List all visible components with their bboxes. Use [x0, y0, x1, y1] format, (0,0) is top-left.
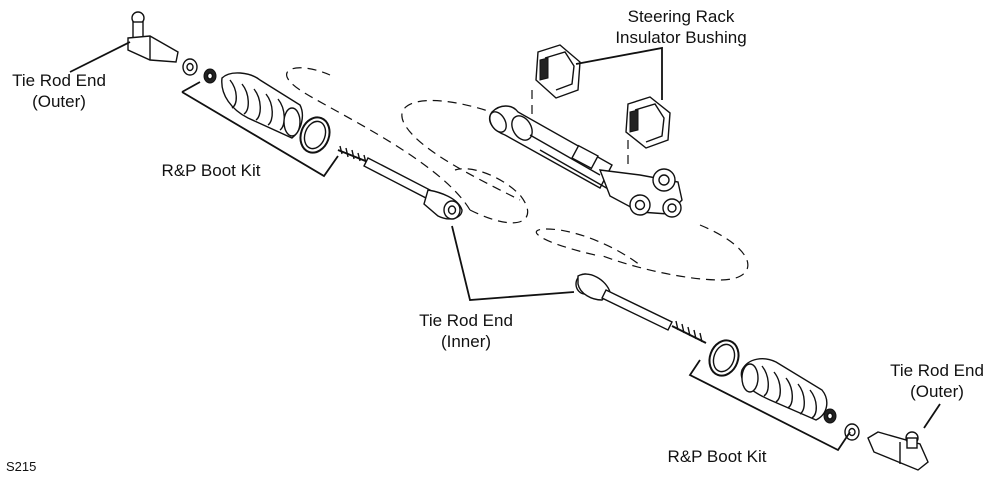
leader-inner [451, 225, 575, 301]
dashed-loop-right [599, 224, 749, 281]
dashed-loop-left-lower [454, 168, 529, 224]
leader-boot-right [688, 359, 851, 452]
nut-right [823, 408, 860, 441]
nut-left [182, 58, 217, 84]
label-tie-rod-end-outer-right: Tie Rod End (Outer) [890, 361, 984, 401]
tie-rod-end-outer-right [867, 431, 929, 471]
leader-outer-right [923, 403, 941, 429]
clamp-ring-right [708, 339, 740, 377]
label-tie-rod-end-inner: Tie Rod End (Inner) [419, 311, 513, 351]
tie-rod-end-outer-left [127, 11, 179, 63]
rp-boot-left [221, 72, 304, 139]
figure-code: S215 [6, 459, 37, 474]
clamp-ring-left [299, 116, 331, 154]
insulator-bushing-right [625, 96, 671, 149]
rp-boot-right [740, 358, 828, 421]
insulator-bushing-left [535, 44, 581, 99]
tie-rod-inner-right [575, 273, 707, 344]
tie-rod-inner-left [337, 145, 463, 220]
label-rp-boot-kit-left: R&P Boot Kit [161, 161, 261, 180]
dashed-loop-lower [535, 228, 641, 266]
steering-rack-housing [488, 105, 683, 218]
leader-outer-left [69, 41, 131, 73]
label-rp-boot-kit-right: R&P Boot Kit [667, 447, 767, 466]
label-tie-rod-end-outer-left: Tie Rod End (Outer) [12, 71, 106, 111]
leader-boot-left [181, 81, 339, 178]
label-insulator-bushing: Steering Rack Insulator Bushing [615, 7, 747, 47]
leader-insulator [575, 46, 663, 100]
dashed-loop-upper [401, 99, 521, 201]
dashed-loop-left [286, 67, 471, 211]
